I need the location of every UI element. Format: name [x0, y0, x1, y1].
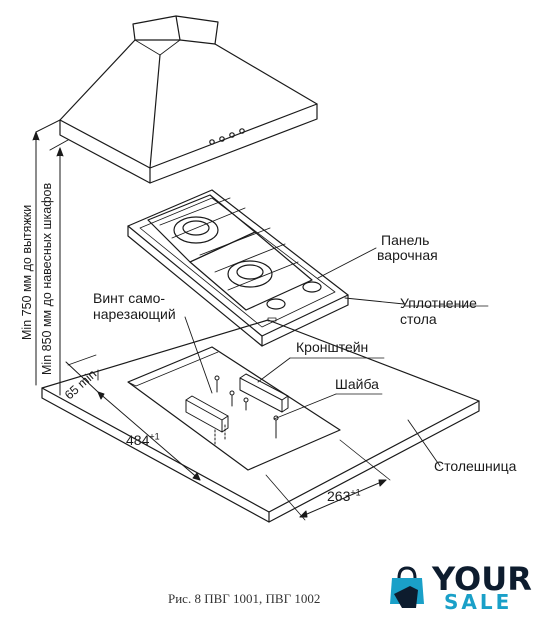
dimension-lines — [65, 354, 391, 521]
label-screw-line2: нарезающий — [93, 306, 176, 322]
label-countertop: Столешница — [434, 458, 517, 474]
label-bracket: Кронштейн — [296, 339, 369, 355]
range-hood — [59, 15, 318, 184]
label-panel-line1: Панель — [381, 232, 430, 248]
countertop — [41, 319, 480, 523]
logo-word-your: YOUR — [432, 560, 532, 598]
yoursale-logo: YOUR SALE — [384, 560, 532, 614]
height-dimension-lines — [32, 119, 69, 396]
dimension-depth: 484+1 — [126, 432, 160, 449]
label-seal-line1: Уплотнение — [400, 295, 477, 311]
dimension-depth-value: 484 — [126, 432, 150, 448]
dimension-cabinets-min: Min 850 мм до навесных шкафов — [40, 182, 54, 375]
dimension-hood-min: Min 750 мм до вытяжки — [20, 204, 34, 340]
figure-caption: Рис. 8 ПВГ 1001, ПВГ 1002 — [168, 591, 321, 606]
logo-word-sale: SALE — [444, 590, 513, 614]
mounting-brackets — [185, 373, 289, 446]
dimension-width: 263+1 — [327, 488, 361, 505]
label-seal-line2: стола — [400, 311, 437, 327]
leader-lines — [184, 247, 489, 467]
gas-hob — [127, 189, 349, 347]
shopping-bag-hand-icon — [390, 566, 424, 608]
label-washer: Шайба — [335, 376, 379, 392]
dimension-width-tolerance: +1 — [350, 487, 361, 498]
dimension-width-value: 263 — [327, 488, 351, 504]
label-panel-line2: варочная — [377, 247, 438, 263]
dimension-depth-tolerance: +1 — [149, 431, 160, 442]
label-screw-line1: Винт само- — [93, 290, 166, 306]
